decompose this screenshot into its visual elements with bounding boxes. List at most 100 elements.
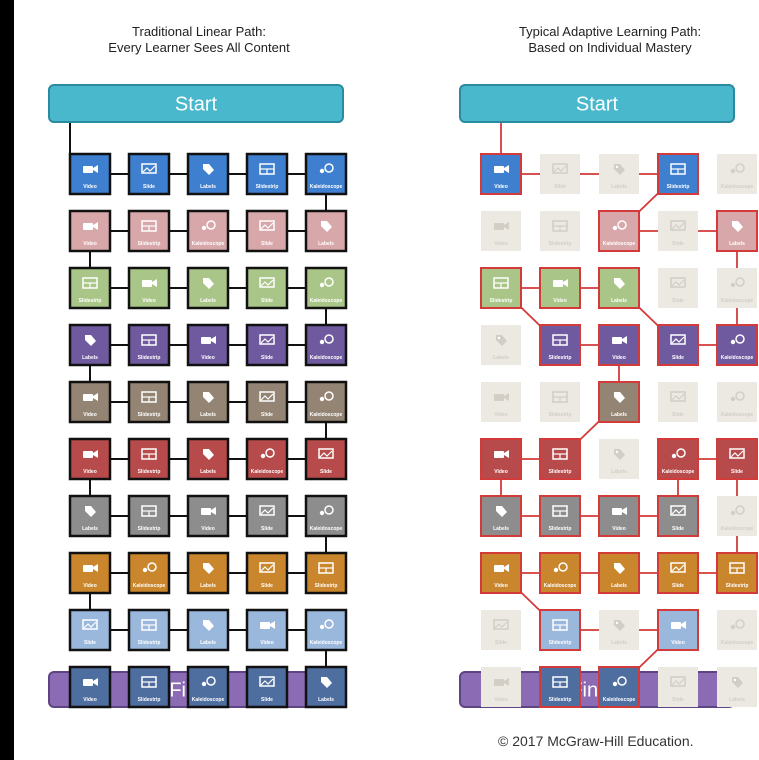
tile-label: Slide	[731, 469, 743, 475]
tile-label: Video	[494, 469, 508, 475]
labels-icon	[732, 677, 743, 688]
skipped-module-tile: Slide	[658, 268, 698, 308]
slidestrip-icon	[552, 220, 568, 232]
adaptive-module-tile: Video	[480, 438, 522, 480]
tile-label: Kaleidoscope	[133, 583, 166, 589]
learning-module-tile: Slide	[245, 551, 289, 595]
slidestrip-icon	[141, 448, 157, 460]
skipped-module-tile: Kaleidoscope	[717, 268, 757, 308]
learning-module-tile: Slidestrip	[68, 266, 112, 310]
slide-icon	[259, 562, 275, 573]
kaleidoscope-icon	[142, 562, 157, 573]
learning-module-tile: Slidestrip	[127, 380, 171, 424]
adaptive-module-tile: Labels	[716, 210, 758, 252]
right-title-line-2: Based on Individual Mastery	[528, 40, 692, 55]
video-camera-icon	[612, 336, 627, 344]
kaleidoscope-icon	[260, 448, 275, 459]
learning-module-tile: Labels	[186, 266, 230, 310]
tile-label: Slide	[672, 412, 684, 418]
video-camera-icon	[494, 165, 509, 173]
tile-label: Video	[83, 184, 97, 190]
tile-label: Slidestrip	[138, 469, 161, 475]
tile-label: Video	[83, 412, 97, 418]
slidestrip-icon	[141, 220, 157, 232]
skipped-module-tile: Kaleidoscope	[717, 496, 757, 536]
start-bar-label: Start	[576, 94, 619, 116]
tile-label: Video	[612, 355, 626, 361]
tile-label: Video	[201, 526, 215, 532]
slidestrip-icon	[552, 334, 568, 346]
kaleidoscope-icon	[319, 619, 334, 630]
tile-label: Kaleidoscope	[603, 697, 636, 703]
tile-label: Kaleidoscope	[310, 184, 343, 190]
learning-module-tile: Kaleidoscope	[186, 665, 230, 709]
learning-module-tile: Kaleidoscope	[127, 551, 171, 595]
tile-label: Kaleidoscope	[310, 412, 343, 418]
learning-module-tile: Video	[186, 323, 230, 367]
kaleidoscope-icon	[319, 391, 334, 402]
learning-module-tile: Video	[186, 494, 230, 538]
tile-label: Video	[612, 526, 626, 532]
labels-icon	[203, 620, 214, 631]
labels-icon	[614, 620, 625, 631]
tile-label: Slide	[672, 583, 684, 589]
skipped-module-tile: Labels	[481, 325, 521, 365]
tile-label: Kaleidoscope	[662, 469, 695, 475]
tile-label: Labels	[729, 241, 745, 247]
video-camera-icon	[83, 450, 98, 458]
slidestrip-icon	[493, 277, 509, 289]
slide-icon	[318, 448, 334, 459]
labels-icon	[203, 392, 214, 403]
tile-label: Slidestrip	[79, 298, 102, 304]
learning-module-tile: Slide	[304, 437, 348, 481]
learning-path-diagram: StartFinishVideoSlideLabelsSlidestripKal…	[48, 84, 758, 709]
tile-label: Video	[494, 583, 508, 589]
learning-module-tile: Slidestrip	[245, 152, 289, 196]
slide-icon	[259, 391, 275, 402]
tile-label: Slidestrip	[256, 184, 279, 190]
adaptive-module-tile: Kaleidoscope	[539, 552, 581, 594]
adaptive-module-tile: Video	[480, 153, 522, 195]
tile-label: Labels	[82, 355, 98, 361]
slide-icon	[670, 334, 686, 345]
adaptive-module-tile: Slide	[657, 324, 699, 366]
learning-module-tile: Slidestrip	[127, 608, 171, 652]
tile-label: Kaleidoscope	[721, 184, 754, 190]
video-camera-icon	[83, 393, 98, 401]
kaleidoscope-icon	[553, 562, 568, 573]
tile-label: Video	[142, 298, 156, 304]
slidestrip-icon	[141, 619, 157, 631]
labels-icon	[614, 449, 625, 460]
learning-module-tile: Video	[68, 380, 112, 424]
learning-module-tile: Slidestrip	[127, 494, 171, 538]
tile-label: Kaleidoscope	[192, 697, 225, 703]
slidestrip-icon	[552, 619, 568, 631]
skipped-module-tile: Slidestrip	[540, 382, 580, 422]
slidestrip-icon	[552, 391, 568, 403]
tile-label: Slide	[261, 412, 273, 418]
adaptive-module-tile: Slidestrip	[716, 552, 758, 594]
labels-icon	[614, 164, 625, 175]
learning-module-tile: Slide	[245, 323, 289, 367]
kaleidoscope-icon	[612, 220, 627, 231]
adaptive-module-tile: Labels	[598, 381, 640, 423]
learning-module-tile: Labels	[68, 494, 112, 538]
kaleidoscope-icon	[730, 619, 745, 630]
learning-module-tile: Kaleidoscope	[186, 209, 230, 253]
learning-module-tile: Kaleidoscope	[304, 608, 348, 652]
figure-canvas: Traditional Linear Path: Every Learner S…	[14, 0, 759, 760]
tile-label: Labels	[611, 583, 627, 589]
learning-module-tile: Kaleidoscope	[304, 323, 348, 367]
tile-label: Kaleidoscope	[721, 640, 754, 646]
skipped-module-tile: Video	[481, 211, 521, 251]
tile-label: Kaleidoscope	[721, 355, 754, 361]
left-title-line-1: Traditional Linear Path:	[132, 24, 266, 39]
tile-label: Video	[83, 697, 97, 703]
tile-label: Video	[553, 298, 567, 304]
slide-icon	[729, 448, 745, 459]
skipped-module-tile: Labels	[599, 610, 639, 650]
skipped-module-tile: Kaleidoscope	[717, 382, 757, 422]
skipped-module-tile: Slide	[658, 211, 698, 251]
slide-icon	[259, 220, 275, 231]
right-diagram-title: Typical Adaptive Learning Path: Based on…	[460, 24, 759, 56]
